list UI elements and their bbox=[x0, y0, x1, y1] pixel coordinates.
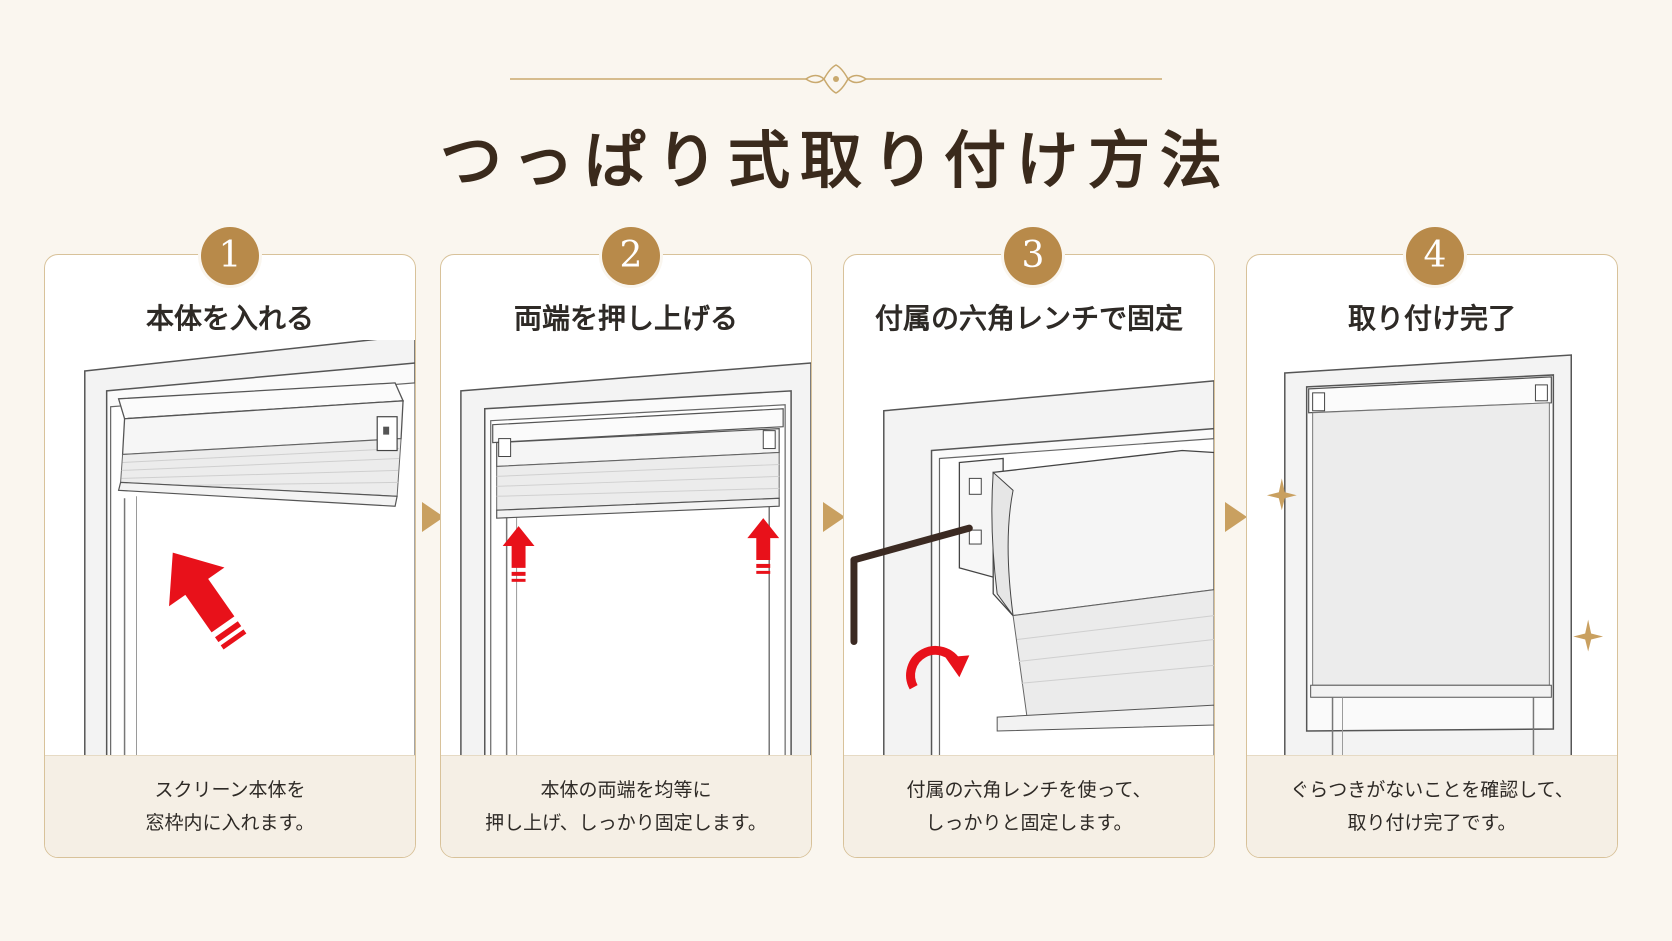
push-ends-illustration bbox=[460, 362, 811, 760]
step-title: 本体を入れる bbox=[145, 302, 314, 335]
sparkle-icon bbox=[1266, 478, 1297, 511]
step-card-2: 両端を押し上げる 本体の両端を均等に bbox=[440, 254, 812, 858]
push-up-arrow-icon bbox=[169, 552, 247, 650]
step-description: 付属の六角レンチを使って、 しっかりと固定します。 bbox=[844, 755, 1214, 857]
push-up-arrow-icon bbox=[502, 526, 535, 582]
step-title: 付属の六角レンチで固定 bbox=[874, 302, 1183, 335]
blind-unit-icon bbox=[117, 382, 405, 507]
step-description: ぐらつきがないことを確認して、 取り付け完了です。 bbox=[1247, 755, 1617, 857]
insert-blind-illustration bbox=[84, 340, 415, 760]
step-title: 両端を押し上げる bbox=[513, 302, 738, 335]
installed-blind-icon bbox=[1308, 376, 1552, 698]
title-ornament bbox=[510, 64, 1162, 94]
hex-wrench-illustration bbox=[850, 380, 1214, 760]
step-card-1: 本体を入れる スクリーン本体を 窓枠内に入れます。 bbox=[44, 254, 416, 858]
sparkle-icon bbox=[1573, 619, 1604, 652]
step-description: 本体の両端を均等に 押し上げ、しっかり固定します。 bbox=[441, 755, 811, 857]
blind-bracket-icon bbox=[958, 449, 1214, 732]
next-step-arrow-icon bbox=[823, 502, 845, 532]
step-number-badge: 2 bbox=[602, 227, 660, 285]
blind-unit-icon bbox=[492, 408, 784, 519]
step-card-4: 取り付け完了 ぐらつきがないことを確認して、 取り付け完了です。 bbox=[1246, 254, 1618, 858]
next-step-arrow-icon bbox=[422, 502, 444, 532]
step-number-badge: 3 bbox=[1004, 227, 1062, 285]
step-description: スクリーン本体を 窓枠内に入れます。 bbox=[45, 755, 415, 857]
installed-blind-illustration bbox=[1266, 354, 1604, 760]
step-number-badge: 4 bbox=[1406, 227, 1464, 285]
rotate-arrow-icon bbox=[906, 646, 970, 690]
step-title: 取り付け完了 bbox=[1347, 302, 1516, 335]
next-step-arrow-icon bbox=[1225, 502, 1247, 532]
step-card-3: 付属の六角レンチで固定 付属の六角レンチを使って、 しっかりと固定します。 bbox=[843, 254, 1215, 858]
step-number-badge: 1 bbox=[201, 227, 259, 285]
push-up-arrow-icon bbox=[747, 518, 780, 574]
page-title: つっぱり式取り付け方法 bbox=[439, 124, 1232, 197]
